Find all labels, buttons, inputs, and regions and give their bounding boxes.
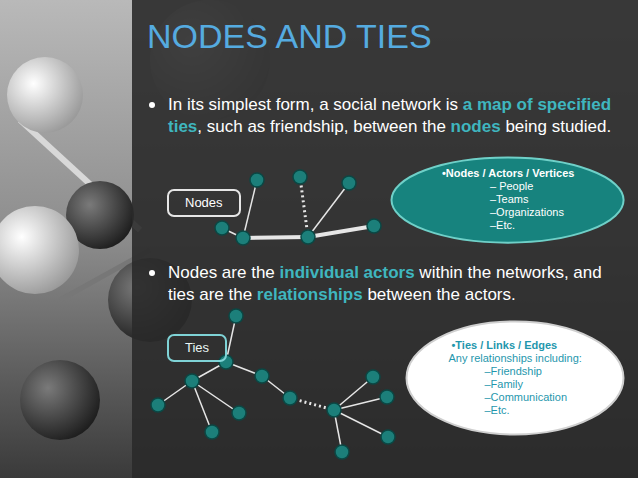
oval-text-block: •Ties / Links / EdgesAny relationships i… (449, 339, 582, 417)
oval-list-item: –Teams (490, 193, 529, 206)
body-text: between the actors. (367, 285, 515, 304)
callout-box: Nodes (167, 189, 241, 217)
callout-label: Ties (185, 340, 209, 356)
oval-callout: •Nodes / Actors / Vertices– People–Teams… (390, 156, 625, 244)
slide-title: NODES AND TIES (147, 17, 432, 56)
highlighted-term: nodes (451, 117, 501, 136)
callout-box: Ties (167, 334, 227, 362)
oval-list-item: –Friendship (485, 365, 542, 378)
oval-list-item: – People (490, 180, 533, 193)
oval-text-block: •Nodes / Actors / Vertices– People–Teams… (442, 167, 574, 232)
bullet-paragraph: Nodes are the individual actors within t… (168, 262, 626, 306)
oval-list-item: Any relationships including: (449, 352, 582, 365)
bullet-dot (149, 102, 155, 108)
body-text: Nodes are the (168, 263, 275, 282)
highlighted-term: relationships (257, 285, 363, 304)
body-text: , such as friendship, between the (197, 117, 446, 136)
network-illustration-2 (158, 316, 388, 452)
oval-list-item: –Etc. (490, 219, 515, 232)
oval-heading: •Nodes / Actors / Vertices (442, 167, 574, 180)
oval-list-item: –Organizations (490, 206, 564, 219)
oval-list-item: –Family (485, 378, 524, 391)
network-illustration-1 (222, 177, 374, 238)
oval-list-item: –Etc. (485, 404, 510, 417)
network-dots-2 (151, 309, 395, 459)
bullet-paragraph: In its simplest form, a social network i… (168, 94, 618, 138)
highlighted-term: individual actors (280, 263, 415, 282)
oval-list-item: –Communication (485, 391, 568, 404)
oval-callout: •Ties / Links / EdgesAny relationships i… (405, 320, 625, 436)
oval-heading: •Ties / Links / Edges (452, 339, 558, 352)
bullet-dot (149, 270, 155, 276)
body-text: being studied. (505, 117, 611, 136)
callout-label: Nodes (185, 195, 223, 211)
body-text: In its simplest form, a social network i… (168, 95, 458, 114)
